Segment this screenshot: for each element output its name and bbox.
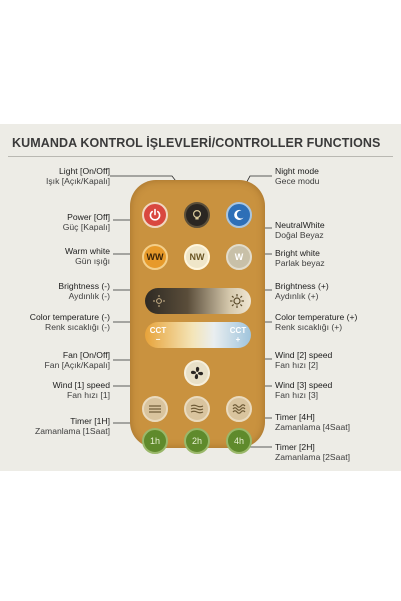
light-toggle-button[interactable] — [184, 202, 210, 228]
label-wind2: Wind [2] speed Fan hızı [2] — [275, 350, 333, 370]
cct-plus-button[interactable]: CCT + — [229, 326, 247, 344]
title-divider — [8, 156, 393, 157]
label-night: Night mode Gece modu — [275, 166, 320, 186]
fan-toggle-button[interactable] — [184, 360, 210, 386]
timer-2h-button[interactable]: 2h — [184, 428, 210, 454]
power-icon — [149, 208, 161, 221]
bright-white-button[interactable]: W — [226, 244, 252, 270]
label-light: Light [On/Off] Işık [Açık/Kapalı] — [46, 166, 110, 186]
label-power: Power [Off] Güç [Kapalı] — [62, 212, 110, 232]
label-cct-minus: Color temperature (-) Renk sıcaklığı (-) — [29, 312, 110, 332]
label-wind3: Wind [3] speed Fan hızı [3] — [275, 380, 333, 400]
brightness-plus-button[interactable] — [224, 288, 250, 314]
power-button[interactable] — [142, 202, 168, 228]
timer-1h-button[interactable]: 1h — [142, 428, 168, 454]
wind-speed-1-button[interactable] — [142, 396, 168, 422]
brightness-plus-icon — [230, 294, 244, 308]
remote-control: WW NW W — [130, 180, 265, 454]
brightness-minus-icon — [153, 295, 165, 307]
fan-icon — [190, 366, 204, 380]
label-neutral-white: NeutralWhite Doğal Beyaz — [275, 220, 325, 240]
bulb-icon — [192, 209, 202, 220]
label-timer2: Timer [2H] Zamanlama [2Saat] — [275, 442, 350, 462]
brightness-minus-button[interactable] — [146, 288, 172, 314]
label-bright-white: Bright white Parlak beyaz — [275, 248, 325, 268]
label-brightness-plus: Brightness (+) Aydınlık (+) — [275, 281, 329, 301]
label-timer1: Timer [1H] Zamanlama [1Saat] — [35, 416, 110, 436]
wind-2-icon — [190, 404, 204, 414]
label-warm-white: Warm white Gün ışığı — [64, 246, 110, 266]
wind-1-icon — [149, 405, 161, 413]
wind-3-icon — [232, 404, 246, 414]
brightness-bar — [145, 288, 251, 314]
color-temperature-bar — [145, 322, 251, 348]
label-wind1: Wind [1] speed Fan hızı [1] — [52, 380, 110, 400]
label-timer4: Timer [4H] Zamanlama [4Saat] — [275, 412, 350, 432]
cct-minus-button[interactable]: CCT − — [149, 326, 167, 344]
timer-4h-button[interactable]: 4h — [226, 428, 252, 454]
moon-icon — [234, 209, 244, 220]
wind-speed-2-button[interactable] — [184, 396, 210, 422]
wind-speed-3-button[interactable] — [226, 396, 252, 422]
warm-white-button[interactable]: WW — [142, 244, 168, 270]
night-mode-button[interactable] — [226, 202, 252, 228]
label-fan: Fan [On/Off] Fan [Açık/Kapalı] — [44, 350, 110, 370]
controller-functions-card: KUMANDA KONTROL İŞLEVLERİ/CONTROLLER FUN… — [0, 124, 401, 471]
label-cct-plus: Color temperature (+) Renk sıcaklığı (+) — [275, 312, 358, 332]
label-brightness-minus: Brightness (-) Aydınlık (-) — [58, 281, 110, 301]
neutral-white-button[interactable]: NW — [184, 244, 210, 270]
page-title: KUMANDA KONTROL İŞLEVLERİ/CONTROLLER FUN… — [12, 136, 381, 150]
